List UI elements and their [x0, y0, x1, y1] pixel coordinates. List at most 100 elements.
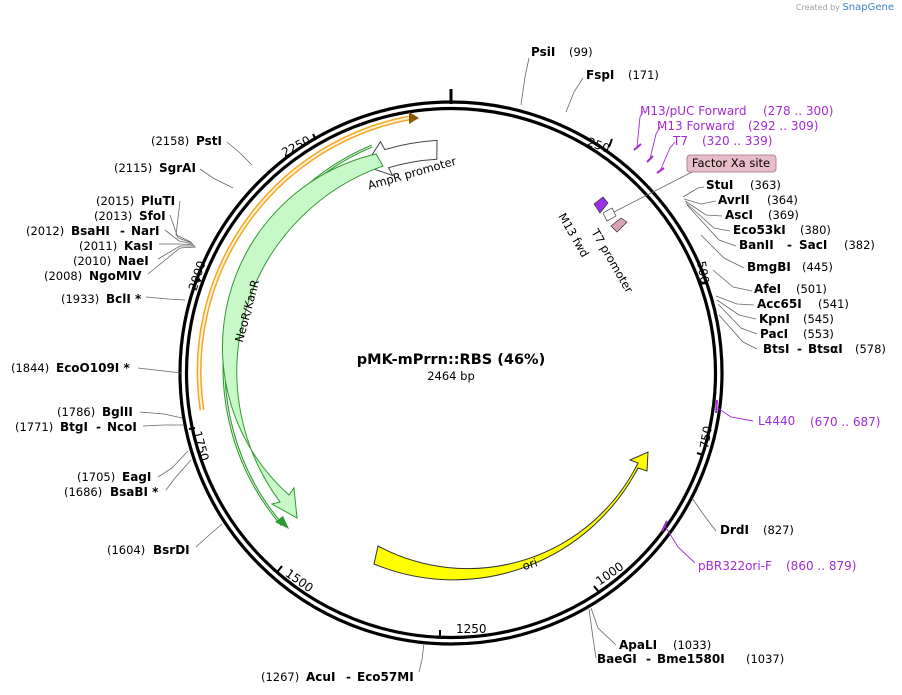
site-kpni[interactable]: KpnI	[759, 312, 790, 326]
site-avrii[interactable]: AvrII	[718, 193, 750, 207]
neor-kanr-feature[interactable]	[221, 153, 384, 519]
t7-promoter-feature[interactable]	[610, 217, 628, 233]
site-bmgbi[interactable]: BmgBI	[747, 260, 791, 274]
m13-fwd-label: M13 fwd	[555, 211, 592, 260]
site-naei[interactable]: NaeI	[118, 254, 149, 268]
tick-750: 750	[697, 425, 715, 450]
site-psti[interactable]: PstI	[196, 134, 222, 148]
credit-prefix: Created by	[795, 3, 840, 12]
site-psii-pos: (99)	[569, 45, 593, 59]
site-bmgbi-pos: (445)	[802, 260, 833, 274]
site-acui[interactable]: AcuI	[306, 670, 335, 684]
site-afei-pos: (501)	[796, 282, 827, 296]
primer-pbr322-pos: (860 .. 879)	[786, 559, 856, 573]
site-acc65i[interactable]: Acc65I	[757, 297, 802, 311]
ori-feature[interactable]	[373, 451, 649, 581]
primer-m13f-pos: (292 .. 309)	[748, 119, 818, 133]
site-btsi-sep: -	[797, 342, 802, 356]
site-acui-sep: -	[346, 670, 351, 684]
site-btsi-pos: (578)	[855, 342, 886, 356]
selection-arrowhead	[409, 112, 419, 124]
site-btgi-sep: -	[96, 420, 101, 434]
ori-label: ori	[521, 555, 539, 573]
site-paci-pos: (553)	[803, 327, 834, 341]
site-bsrdi[interactable]: BsrDI	[153, 543, 190, 557]
site-naei-pos: (2010)	[73, 254, 111, 268]
site-drdi[interactable]: DrdI	[720, 523, 749, 537]
site-eco57mi[interactable]: Eco57MI	[357, 670, 414, 684]
factorxa-badge[interactable]	[686, 154, 777, 173]
site-baegi-pos: (1037)	[746, 652, 784, 666]
site-avrii-pos: (364)	[767, 193, 798, 207]
backbone-inner	[184, 106, 718, 640]
snapgene-logo: SnapGene	[842, 2, 894, 13]
primer-t7-pos: (320 .. 339)	[702, 134, 772, 148]
site-bsabi[interactable]: BsaBI *	[110, 485, 159, 499]
primer-pbr322-name: pBR322ori-F	[698, 559, 772, 573]
site-banii-sep: -	[787, 238, 792, 252]
site-asci-pos: (369)	[768, 208, 799, 222]
site-baegi-sep: -	[646, 652, 651, 666]
site-asci[interactable]: AscI	[725, 208, 753, 222]
site-psii[interactable]: PsiI	[531, 45, 555, 59]
t7-promoter-label: T7 promoter	[588, 226, 636, 296]
tick-2250: 2250	[279, 133, 313, 160]
snapgene-credit: Created by SnapGene	[796, 2, 894, 13]
site-nari[interactable]: NarI	[131, 224, 160, 238]
site-bcli-pos: (1933)	[61, 292, 99, 306]
primer-leaders	[636, 110, 754, 564]
t7-site-feature[interactable]	[593, 196, 609, 214]
site-ncoi[interactable]: NcoI	[107, 420, 137, 434]
site-btgi[interactable]: BtgI	[60, 420, 88, 434]
tick-250: 250	[585, 135, 611, 156]
factorxa-leader	[613, 170, 695, 213]
site-sgrai-pos: (2115)	[114, 161, 152, 175]
ampr-promoter-feature[interactable]	[364, 139, 438, 177]
enzyme-leaders	[137, 57, 758, 673]
site-sgrai[interactable]: SgrAI	[159, 161, 196, 175]
primer-l4440-pos: (670 .. 687)	[810, 415, 880, 429]
site-kasi-pos: (2011)	[79, 239, 117, 253]
primer-t7-name: T7	[672, 134, 688, 148]
site-pluti[interactable]: PluTI	[141, 194, 175, 208]
site-apali-pos: (1033)	[673, 638, 711, 652]
site-stui-pos: (363)	[750, 178, 781, 192]
site-bme1580i[interactable]: Bme1580I	[657, 652, 725, 666]
site-sfoi[interactable]: SfoI	[139, 209, 166, 223]
neo-orf-arrowhead	[275, 516, 289, 529]
site-stui[interactable]: StuI	[706, 178, 733, 192]
selection-arc-inner	[198, 117, 410, 411]
site-saci[interactable]: SacI	[799, 238, 827, 252]
site-ngomiv-pos: (2008)	[44, 269, 82, 283]
site-psti-pos: (2158)	[151, 134, 189, 148]
site-banii[interactable]: BanII	[739, 238, 774, 252]
site-btsai[interactable]: BtsαI	[808, 342, 843, 356]
site-ngomiv[interactable]: NgoMIV	[89, 269, 142, 283]
site-bsahi[interactable]: BsaHI	[71, 224, 110, 238]
primer-l4440-name: L4440	[758, 414, 795, 428]
site-bsabi-pos: (1686)	[64, 485, 102, 499]
site-bglii-pos: (1786)	[57, 405, 95, 419]
site-drdi-pos: (827)	[763, 523, 794, 537]
tick-1250: 1250	[456, 622, 487, 636]
site-pluti-pos: (2015)	[96, 194, 134, 208]
site-bglii[interactable]: BglII	[102, 405, 133, 419]
site-kasi[interactable]: KasI	[124, 239, 153, 253]
site-eagi[interactable]: EagI	[122, 470, 151, 484]
site-eco53ki[interactable]: Eco53kI	[733, 223, 786, 237]
primer-m13puc-name: M13/pUC Forward	[640, 104, 747, 118]
site-afei[interactable]: AfeI	[754, 282, 781, 296]
site-bsrdi-pos: (1604)	[107, 543, 145, 557]
site-acc65i-pos: (541)	[818, 297, 849, 311]
factorxa-label: Factor Xa site	[692, 156, 770, 170]
site-apali[interactable]: ApaLI	[619, 638, 657, 652]
site-paci[interactable]: PacI	[760, 327, 788, 341]
site-fspi[interactable]: FspI	[586, 68, 614, 82]
site-btsi[interactable]: BtsI	[763, 342, 790, 356]
site-eco0109i[interactable]: EcoO109I *	[56, 361, 130, 375]
site-eagi-pos: (1705)	[77, 470, 115, 484]
site-bsahi-pos: (2012)	[26, 224, 64, 238]
site-bcli[interactable]: BclI *	[106, 292, 142, 306]
site-baegi[interactable]: BaeGI	[597, 652, 637, 666]
m13-fwd-feature[interactable]	[602, 207, 617, 222]
